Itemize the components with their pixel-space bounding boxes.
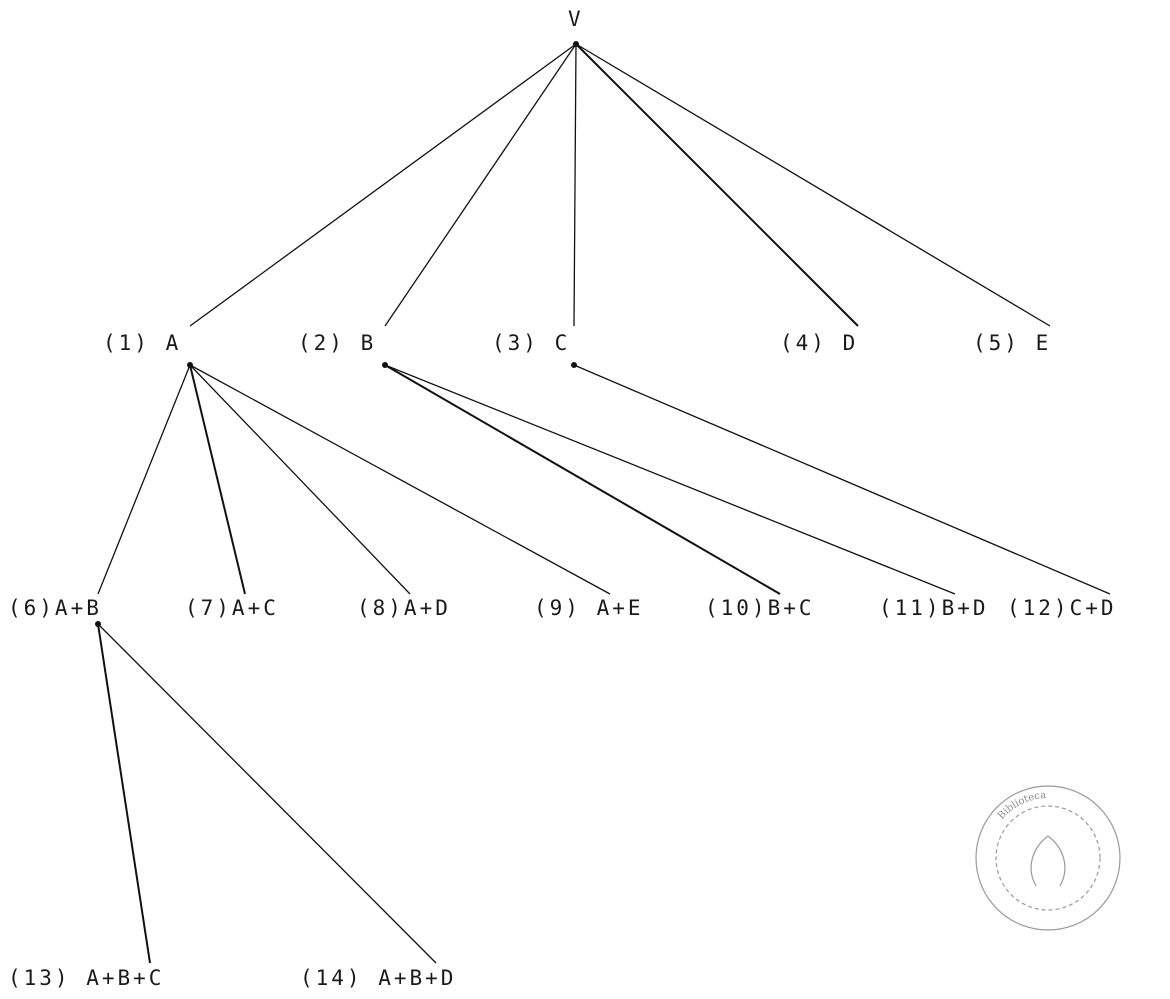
edge-root-n2 <box>384 43 577 327</box>
stamp-inner-ring <box>995 805 1101 911</box>
branch-point-n3 <box>571 362 577 368</box>
node-3: (3) C <box>492 331 570 355</box>
edge-n3-n12 <box>573 364 1111 595</box>
edge-root-n5 <box>575 43 1051 327</box>
node-1: (1) A <box>103 331 181 355</box>
edge-root-n3 <box>573 43 577 327</box>
node-7: (7)A+C <box>185 596 279 620</box>
branch-point-n2 <box>382 362 388 368</box>
branch-point-n6 <box>95 621 101 627</box>
node-5: (5) E <box>973 331 1051 355</box>
node-10: (10)B+C <box>705 596 815 620</box>
edge-n1-n9 <box>189 364 611 595</box>
edge-n1-n7 <box>189 364 246 595</box>
node-14: (14) A+B+D <box>300 966 456 990</box>
edge-n1-n6 <box>97 364 191 595</box>
edge-root-n4 <box>575 43 859 327</box>
node-12: (12)C+D <box>1007 596 1117 620</box>
stamp-emblem <box>1030 835 1066 887</box>
edge-n6-n13 <box>97 623 151 964</box>
node-11: (11)B+D <box>879 596 989 620</box>
stamp-outer-ring <box>975 785 1121 931</box>
node-13: (13) A+B+C <box>8 966 164 990</box>
library-stamp: Biblioteca <box>975 785 1121 931</box>
node-8: (8)A+D <box>357 596 451 620</box>
node-root: V <box>568 7 584 31</box>
edge-n2-n10 <box>384 364 781 595</box>
node-2: (2) B <box>298 331 376 355</box>
tree-edges <box>97 43 1111 964</box>
edge-n6-n14 <box>97 623 437 964</box>
node-9: (9) A+E <box>534 596 644 620</box>
edge-root-n1 <box>189 43 577 327</box>
stamp-text: Biblioteca <box>996 790 1047 822</box>
tree-branch-points <box>95 41 579 627</box>
edge-n1-n8 <box>189 364 411 595</box>
edge-n2-n11 <box>384 364 956 595</box>
node-4: (4) D <box>780 331 858 355</box>
branch-point-n1 <box>187 362 193 368</box>
node-6: (6)A+B <box>8 596 102 620</box>
branch-point-root <box>573 41 579 47</box>
